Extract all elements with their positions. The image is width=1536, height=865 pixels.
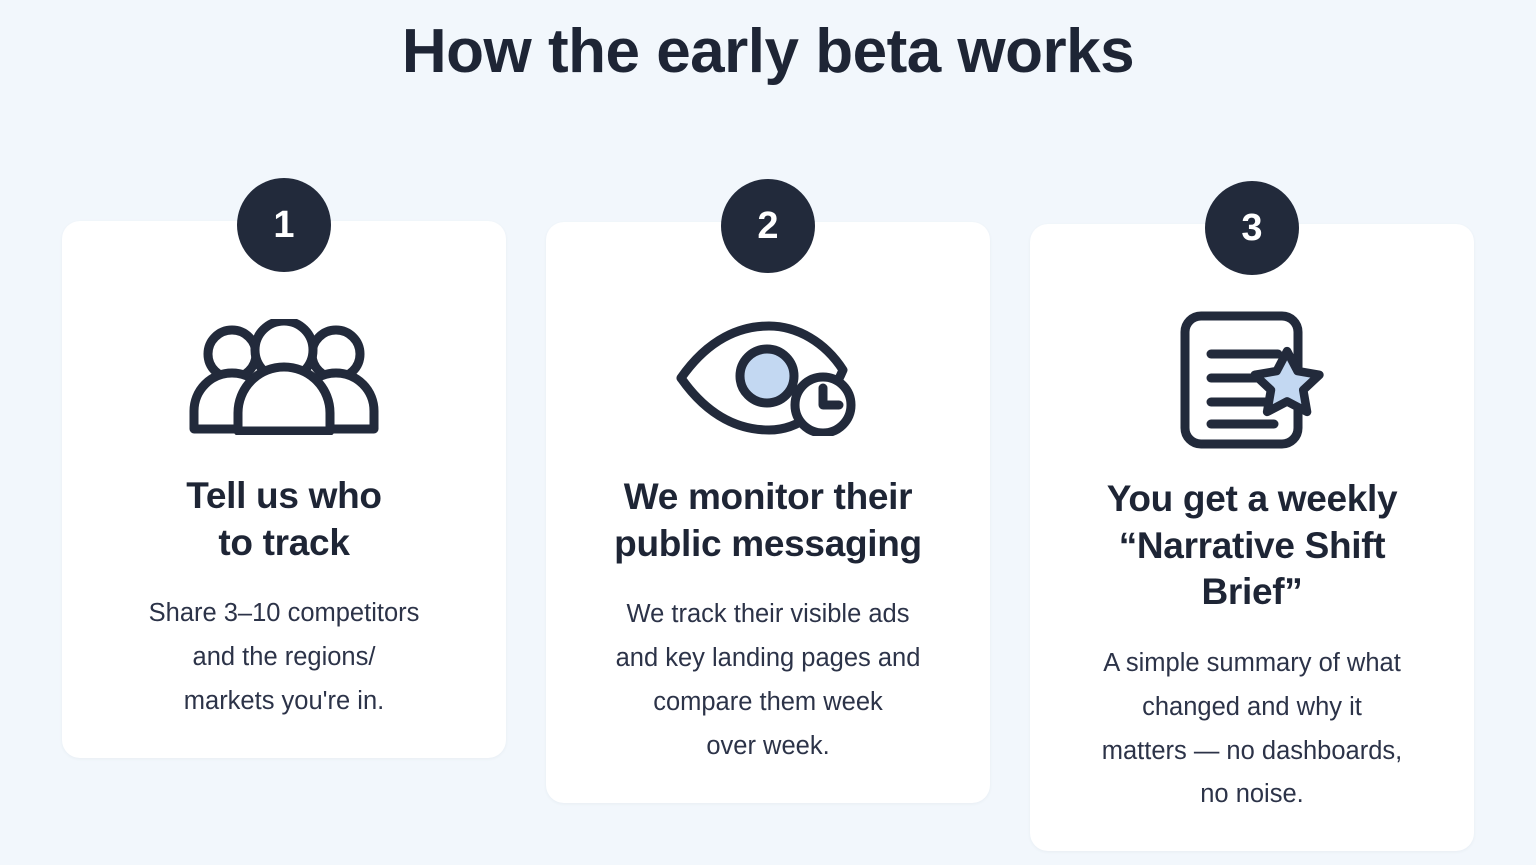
step-number-badge-1: 1 xyxy=(237,178,331,272)
step-heading-2: We monitor their public messaging xyxy=(614,476,922,564)
step-card-1[interactable]: 1 Tell us who to track Share 3–10 compet… xyxy=(62,178,506,758)
step-heading-1: Tell us who to track xyxy=(186,475,382,563)
step-card-2[interactable]: 2 We monitor their public messaging We t… xyxy=(546,179,990,803)
page-title: How the early beta works xyxy=(401,17,1135,86)
step-number-badge-3: 3 xyxy=(1205,181,1299,275)
step-body-3: A simple summary of what changed and why… xyxy=(1101,648,1403,809)
step-body-1: Share 3–10 competitors and the regions/ … xyxy=(148,599,420,715)
step-body-2: We track their visible ads and key landi… xyxy=(615,600,921,760)
step-number-badge-2: 2 xyxy=(721,179,815,273)
eye-clock-icon xyxy=(572,308,964,448)
people-group-icon xyxy=(88,307,480,447)
document-star-icon xyxy=(1056,310,1448,450)
step-card-3[interactable]: 3 You get a weekly “Narrative Shift Brie… xyxy=(1030,181,1474,852)
step-heading-3: You get a weekly “Narrative Shift Brief” xyxy=(1106,478,1398,613)
steps-card-row: 1 Tell us who to track Share 3–10 compet… xyxy=(62,178,1474,852)
